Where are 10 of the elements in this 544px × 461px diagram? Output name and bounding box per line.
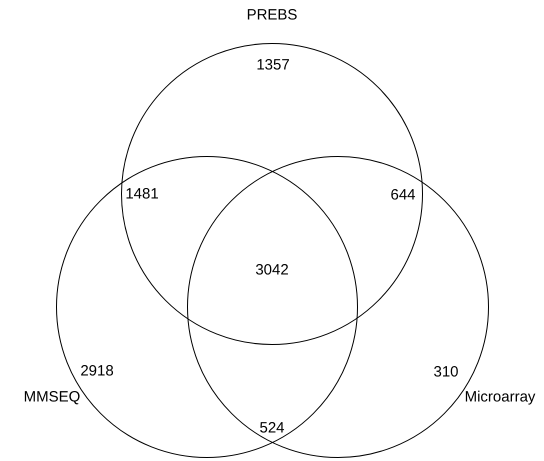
set-label: Microarray: [464, 390, 536, 404]
region-count: 1357: [256, 58, 290, 72]
region-count: 1481: [125, 186, 159, 202]
set-label: PREBS: [246, 8, 298, 22]
region-count: 644: [390, 188, 416, 202]
region-count: 524: [259, 420, 285, 436]
set-label: MMSEQ: [24, 390, 80, 404]
region-count: 2918: [80, 364, 114, 378]
region-count: 3042: [255, 262, 289, 278]
region-count: 310: [433, 364, 459, 380]
